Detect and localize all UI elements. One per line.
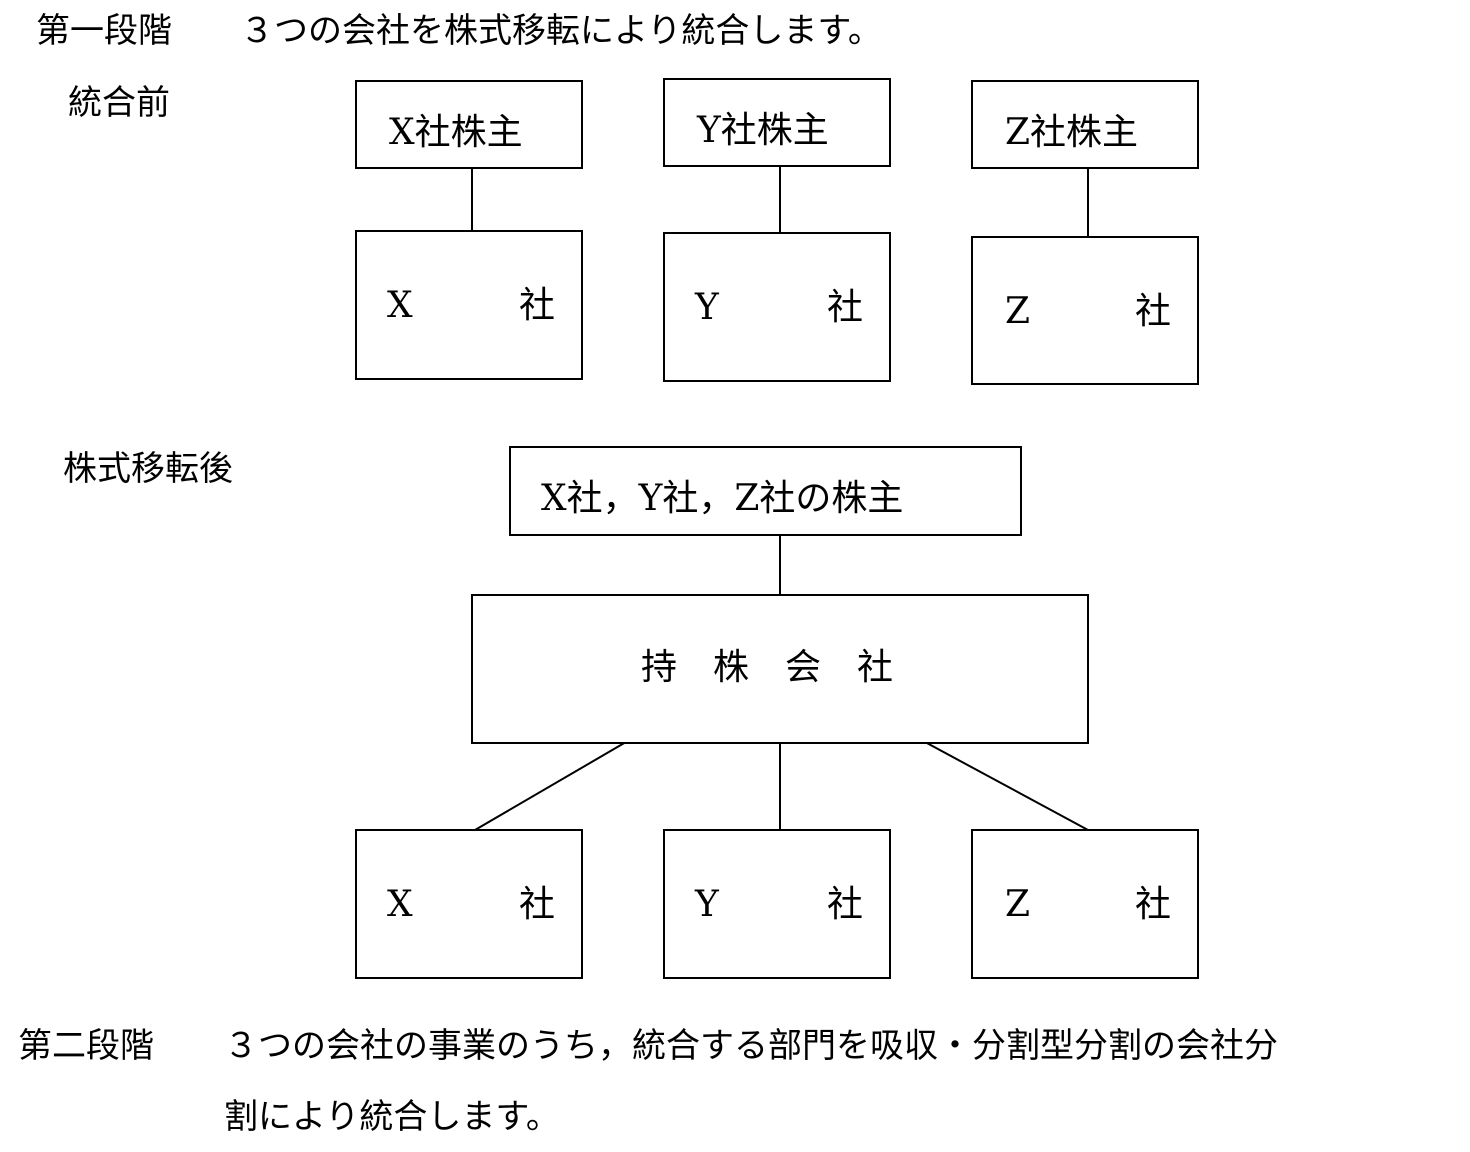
shareholder-box-x: X社株主 bbox=[355, 80, 583, 169]
shareholder-box-y: Y社株主 bbox=[663, 78, 891, 167]
company-letter-z-after: Z bbox=[1005, 884, 1031, 925]
stage2-line2: 割により統合します。 bbox=[224, 1097, 560, 1137]
company-box-z-before: Z 社 bbox=[971, 236, 1199, 385]
company-suffix-z-after: 社 bbox=[1135, 884, 1172, 925]
company-suffix-x-after: 社 bbox=[519, 884, 556, 925]
company-letter-z-before: Z bbox=[1005, 291, 1031, 332]
shareholder-label-y: Y社株主 bbox=[697, 110, 829, 151]
after-label: 株式移転後 bbox=[63, 449, 233, 489]
shareholders-label-after: X社，Y社，Z社の株主 bbox=[541, 478, 904, 519]
stage1-text: ３つの会社を株式移転により統合します。 bbox=[240, 11, 882, 51]
holding-company-label: 持 株 会 社 bbox=[641, 647, 894, 688]
company-suffix-y-after: 社 bbox=[827, 884, 864, 925]
company-box-y-before: Y 社 bbox=[663, 232, 891, 382]
holding-company-box: 持 株 会 社 bbox=[471, 594, 1089, 744]
company-box-x-before: X 社 bbox=[355, 230, 583, 380]
company-box-x-after: X 社 bbox=[355, 829, 583, 979]
company-suffix-z-before: 社 bbox=[1135, 291, 1172, 332]
company-letter-y-before: Y bbox=[695, 287, 719, 328]
shareholder-label-z: Z社株主 bbox=[1005, 112, 1139, 153]
stage1-label: 第一段階 bbox=[36, 11, 172, 51]
company-box-z-after: Z 社 bbox=[971, 829, 1199, 979]
company-suffix-x-before: 社 bbox=[519, 285, 556, 326]
company-suffix-y-before: 社 bbox=[827, 287, 864, 328]
company-box-y-after: Y 社 bbox=[663, 829, 891, 979]
shareholder-box-z: Z社株主 bbox=[971, 80, 1199, 169]
company-letter-x-after: X bbox=[387, 884, 413, 925]
stage2-label: 第二段階 bbox=[18, 1026, 154, 1066]
shareholder-label-x: X社株主 bbox=[389, 112, 523, 153]
connector-holding-z bbox=[924, 741, 1089, 831]
company-letter-x-before: X bbox=[387, 285, 413, 326]
company-letter-y-after: Y bbox=[695, 884, 719, 925]
connector-holding-x bbox=[474, 741, 627, 831]
before-label: 統合前 bbox=[68, 83, 170, 123]
stage2-line1: ３つの会社の事業のうち，統合する部門を吸収・分割型分割の会社分 bbox=[224, 1026, 1278, 1066]
shareholders-box-after: X社，Y社，Z社の株主 bbox=[509, 446, 1022, 536]
